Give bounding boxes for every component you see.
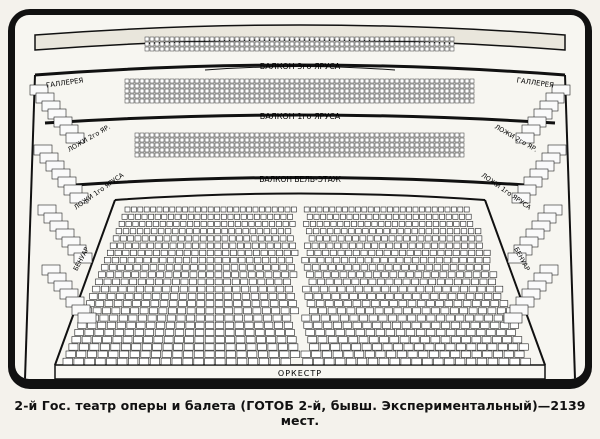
seating-plan-drawing: БАЛКОН 3го ЯРУСА БАЛКОН 1го ЯРУСА БАЛКОН… bbox=[24, 24, 576, 379]
label-balcony-3: БАЛКОН 3го ЯРУСА bbox=[260, 62, 341, 71]
label-gallery-left: ГАЛЛЕРЕЯ bbox=[46, 76, 84, 89]
label-balcony-1: БАЛКОН 1го ЯРУСА bbox=[260, 112, 341, 121]
label-orchestra: ОРКЕСТР bbox=[278, 369, 322, 378]
label-balcony-bel-etage: БАЛКОН БЕЛЬ-ЭТАЖ bbox=[259, 175, 341, 184]
plan-caption: 2-й Гос. театр оперы и балета (ГОТОБ 2-й… bbox=[14, 398, 586, 428]
label-gallery-right: ГАЛЛЕРЕЯ bbox=[516, 76, 554, 89]
seating-plan: БАЛКОН 3го ЯРУСА БАЛКОН 1го ЯРУСА БАЛКОН… bbox=[15, 15, 585, 379]
